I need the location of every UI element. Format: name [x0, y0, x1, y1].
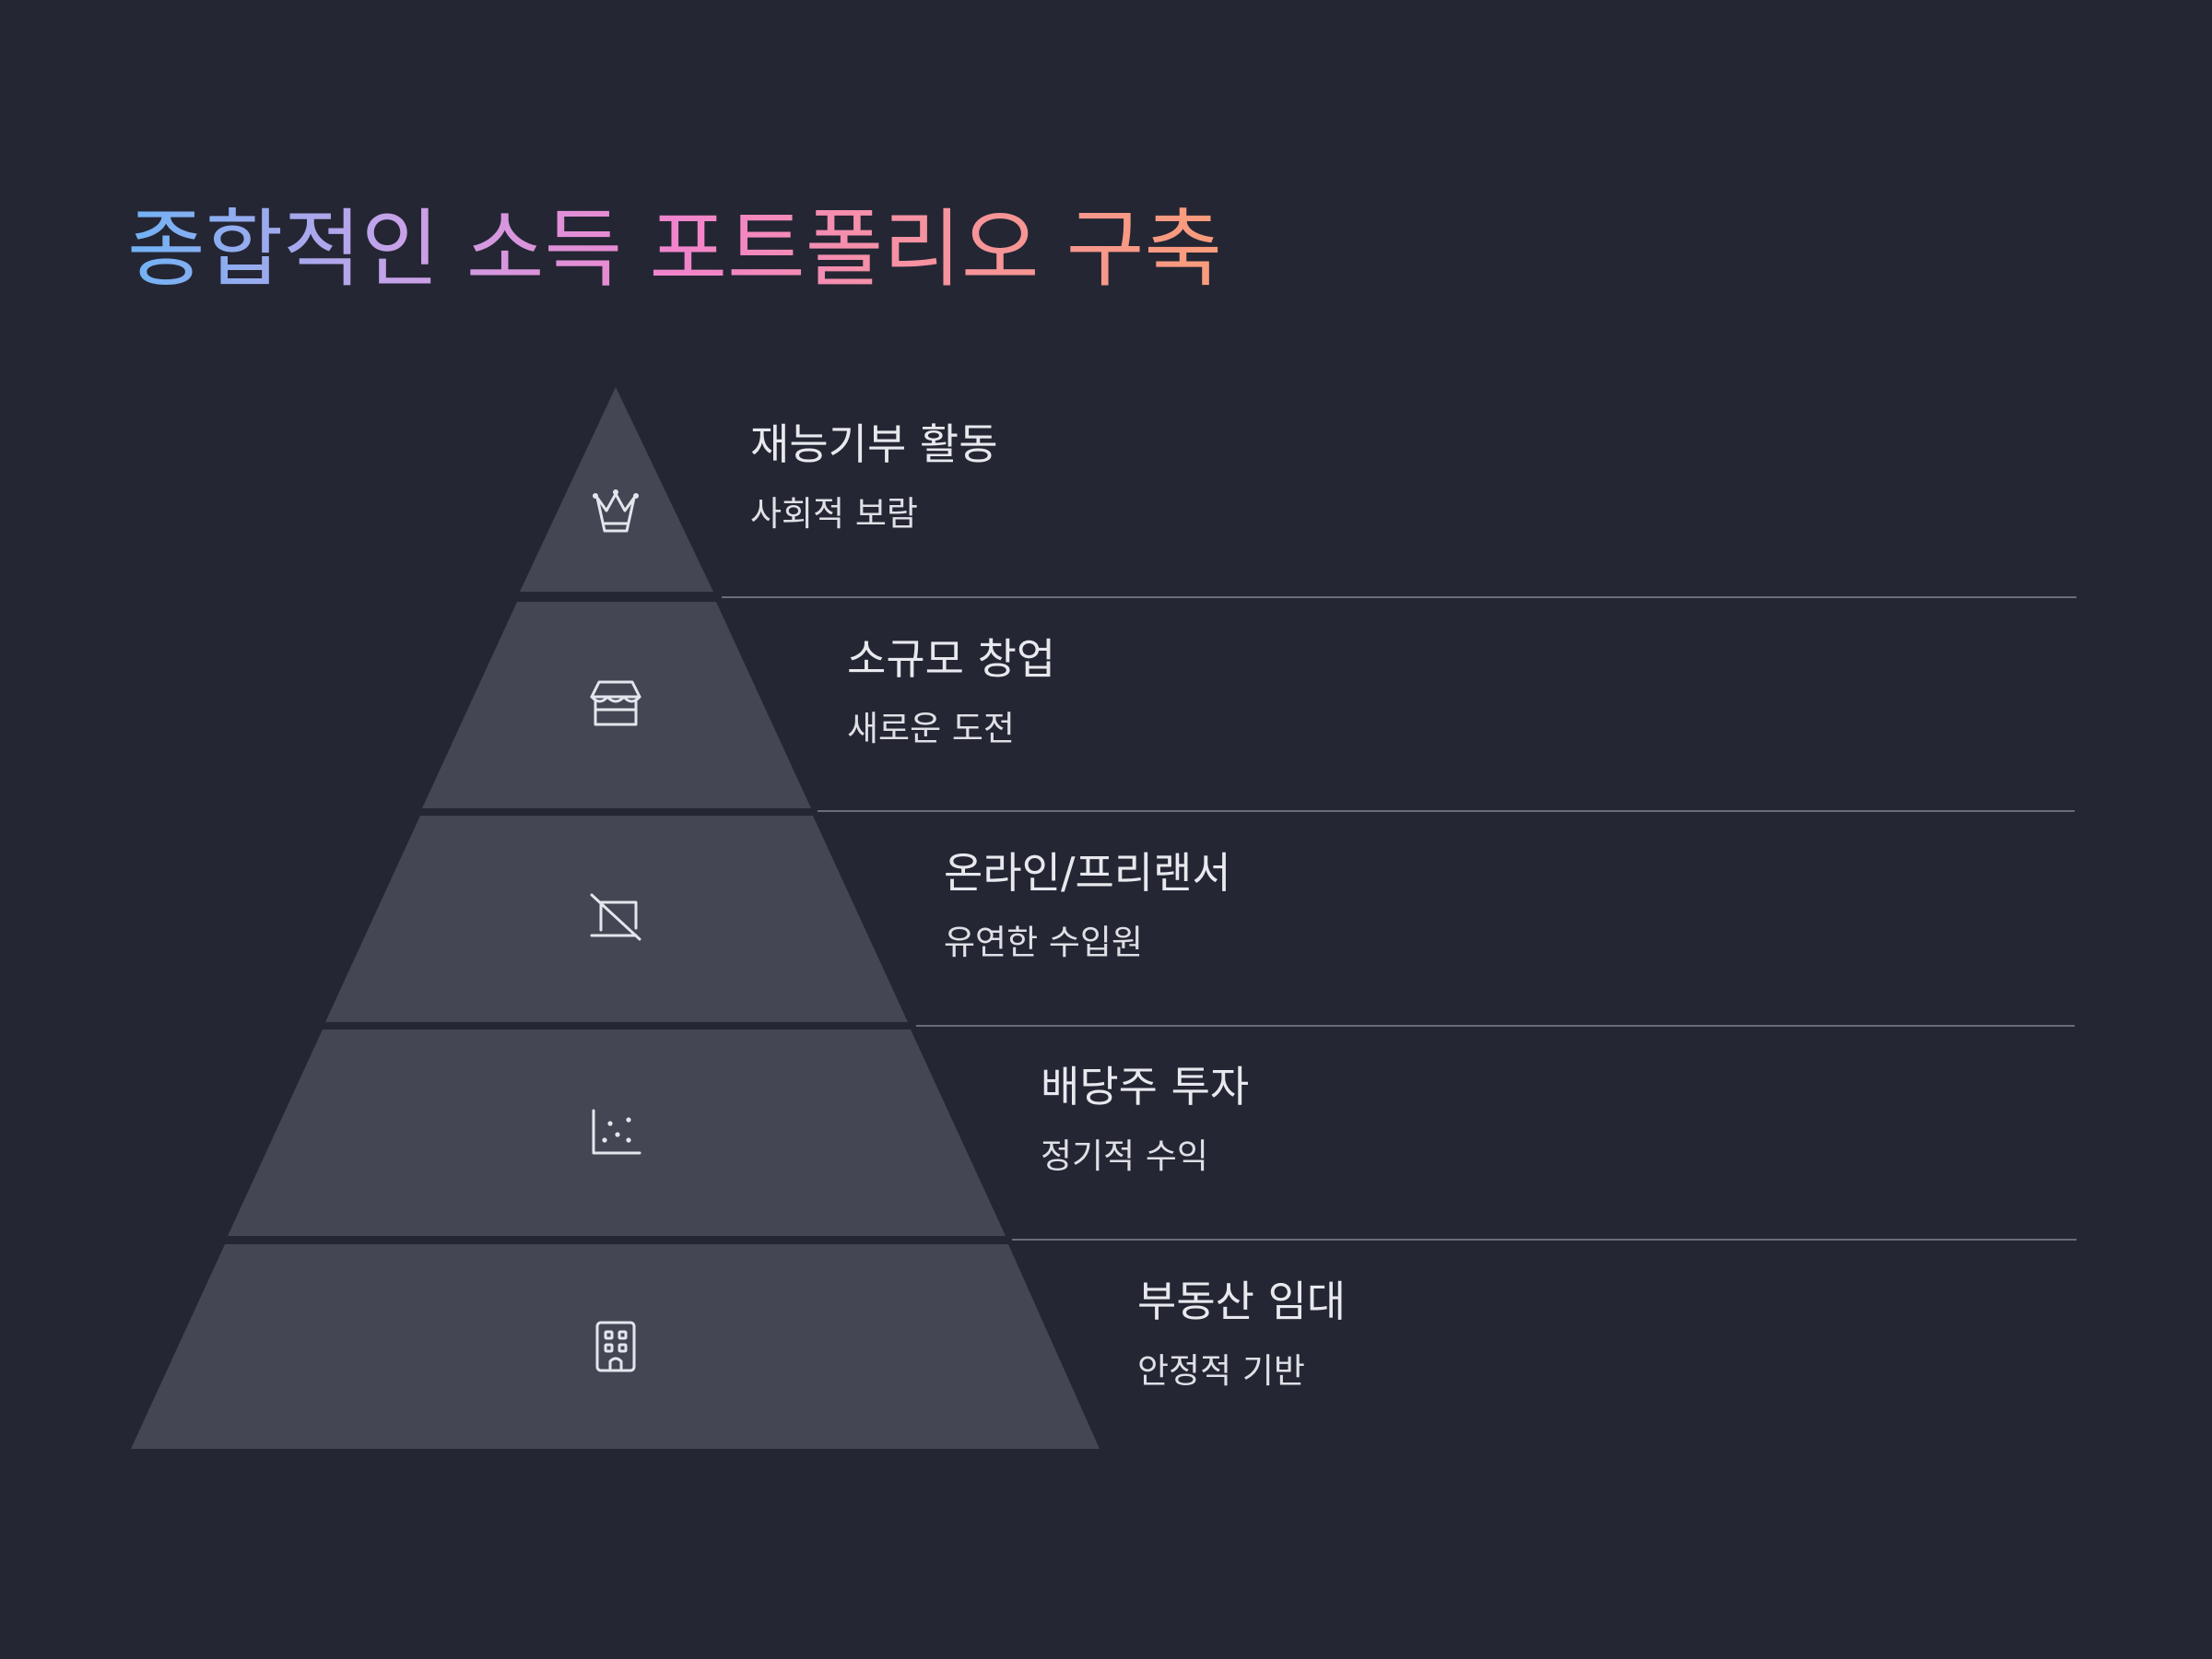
- tier-4-title: 배당주 투자: [1041, 1062, 1250, 1112]
- tier-1-text: 재능기부 활동 사회적 보람: [750, 419, 998, 535]
- tier-3-title: 온라인/프리랜서: [944, 848, 1231, 898]
- building-icon: [595, 1321, 636, 1372]
- pyramid-tier-3: [325, 816, 2075, 1027]
- page-title: 종합적인 소득 포트폴리오 구축: [127, 200, 1223, 299]
- tier-3-subtitle: 유연한 수입원: [944, 923, 1144, 963]
- pyramid-tier-1: [520, 387, 2077, 598]
- pyramid-tier-5-shape: [131, 1244, 1100, 1449]
- store-icon: [590, 680, 641, 726]
- pyramid-tier-5: [131, 1244, 1100, 1449]
- pyramid-tier-2: [422, 602, 2075, 812]
- tier-4-text: 배당주 투자 정기적 수익: [1041, 1062, 1249, 1178]
- scatter-chart-icon: [592, 1109, 641, 1155]
- tier-5-subtitle: 안정적 기반: [1137, 1351, 1305, 1392]
- tier-2-title: 소규모 창업: [847, 634, 1056, 684]
- laptop-off-icon: [590, 893, 641, 941]
- pyramid-tier-1-shape: [520, 387, 713, 592]
- tier-3-text: 온라인/프리랜서 유연한 수입원: [944, 848, 1231, 964]
- tier-2-text: 소규모 창업 새로운 도전: [847, 634, 1055, 750]
- tier-2-subtitle: 새로운 도전: [847, 709, 1015, 749]
- tier-1-subtitle: 사회적 보람: [750, 494, 918, 535]
- pyramid-tier-4: [228, 1030, 2077, 1241]
- crown-icon: [593, 489, 639, 533]
- tier-5-title: 부동산 임대: [1137, 1277, 1347, 1326]
- tier-1-title: 재능기부 활동: [750, 419, 998, 469]
- tier-5-text: 부동산 임대 안정적 기반: [1137, 1277, 1346, 1393]
- tier-4-subtitle: 정기적 수익: [1041, 1136, 1208, 1177]
- pyramid-tier-2-shape: [422, 602, 811, 808]
